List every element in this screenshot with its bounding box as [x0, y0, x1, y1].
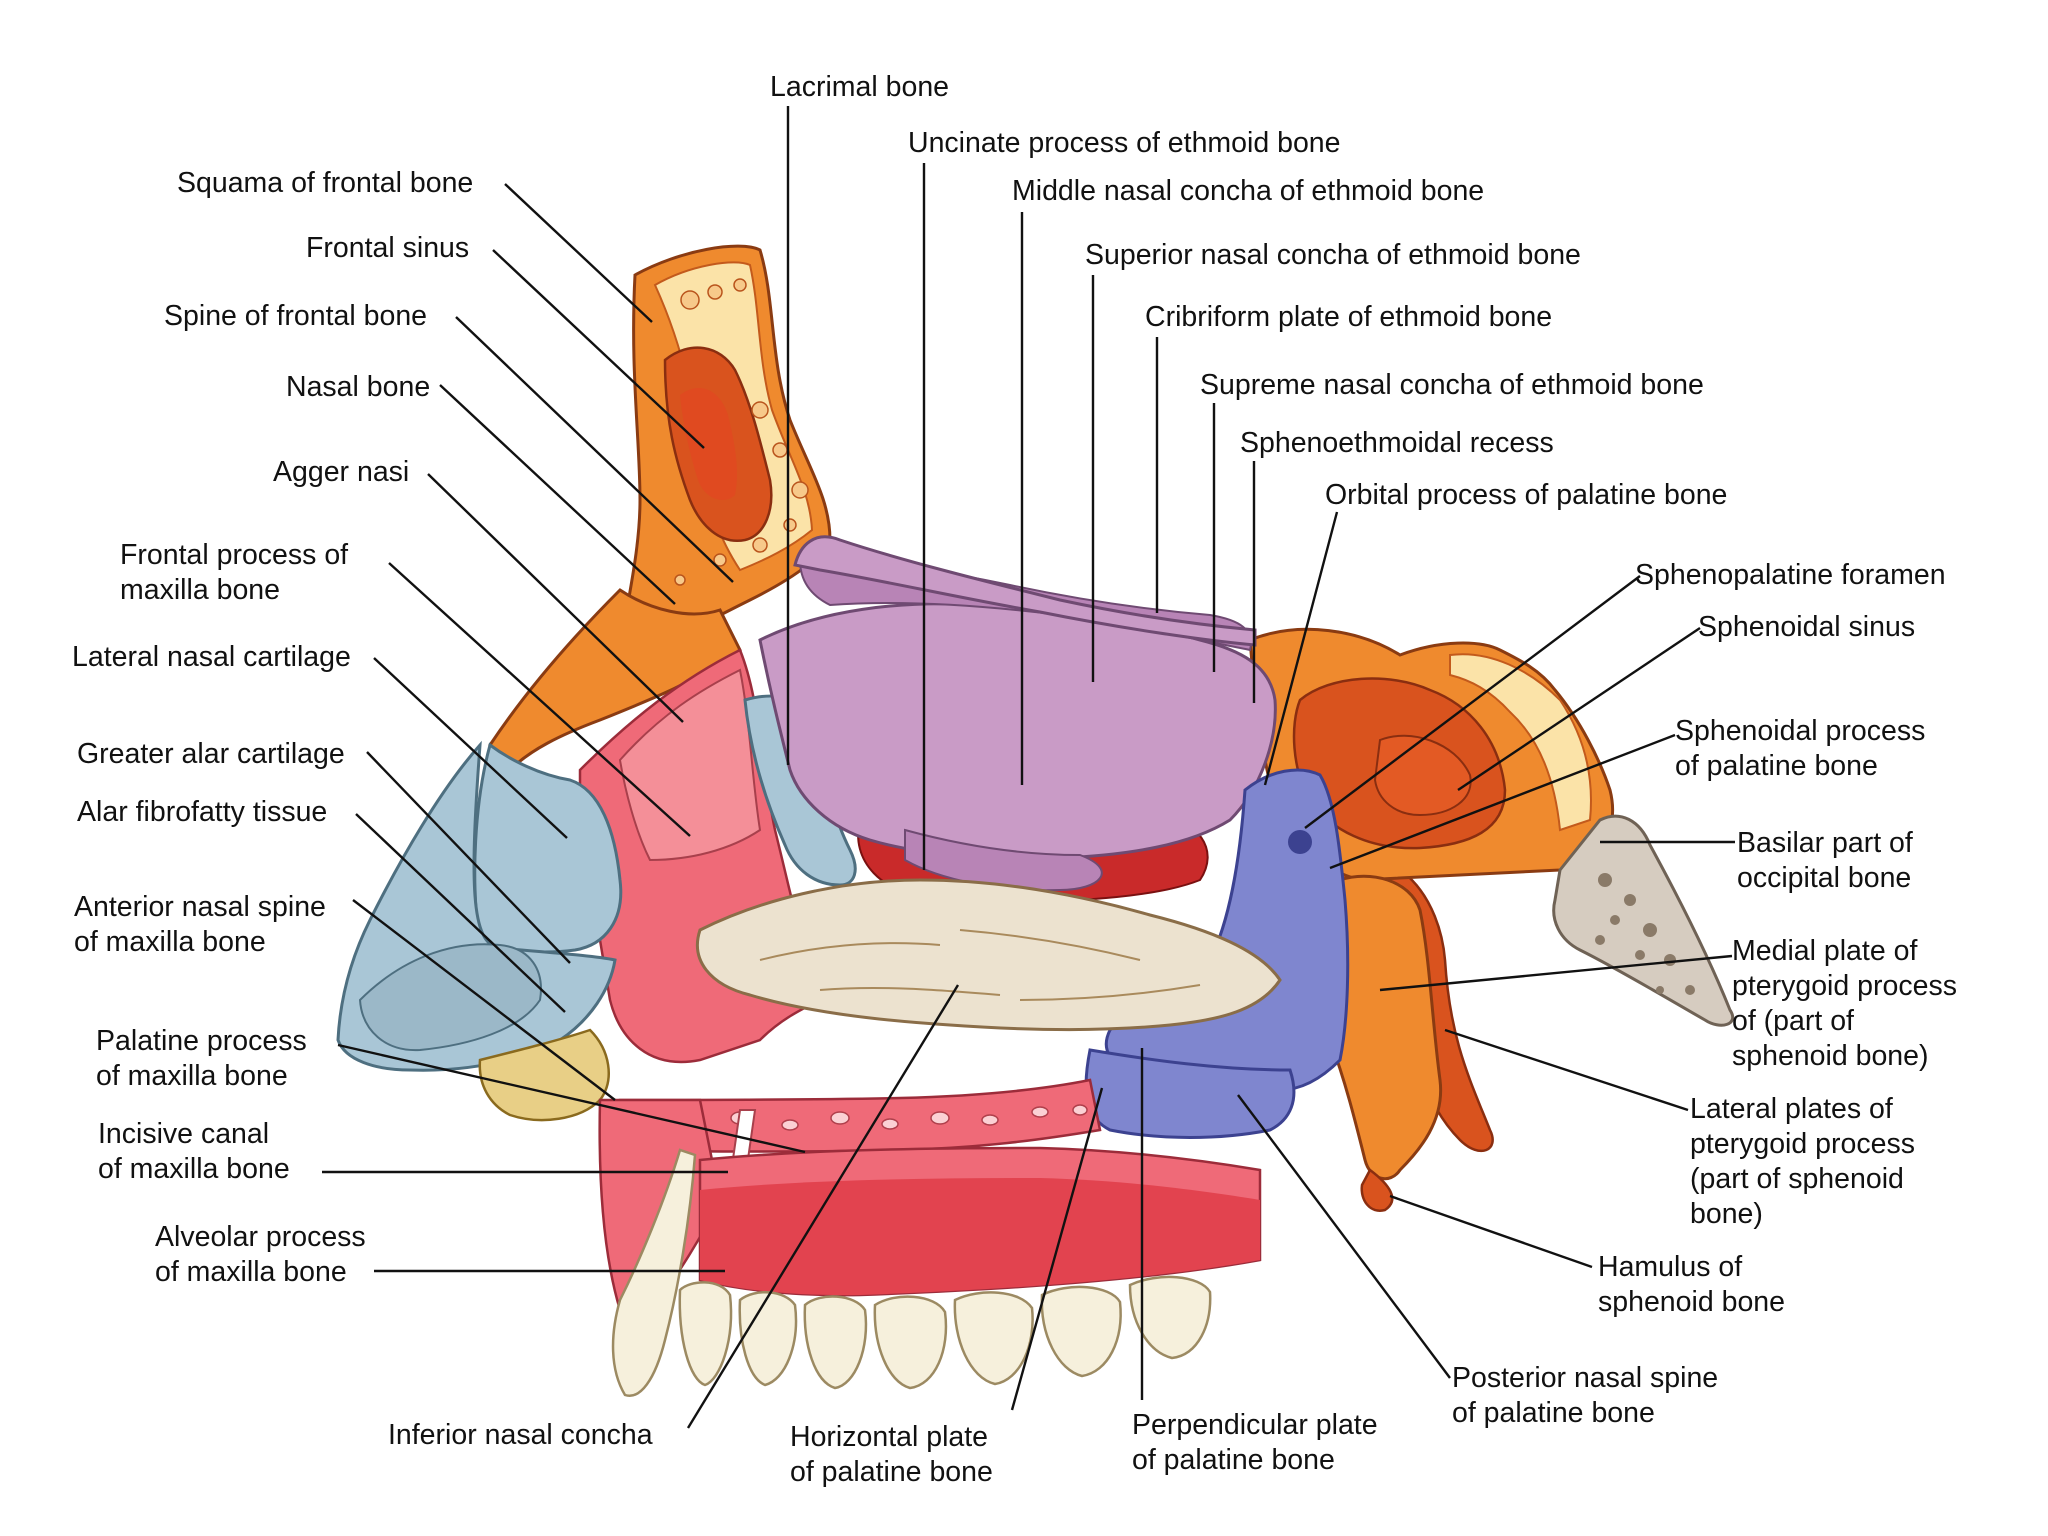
leader-line	[492, 249, 705, 449]
leader-line	[1379, 954, 1733, 992]
label-frontal-process: Frontal process of maxilla bone	[120, 539, 356, 606]
label-greater-alar: Greater alar cartilage	[77, 738, 345, 770]
label-lateral-plates: Lateral plates of pterygoid process (par…	[1690, 1093, 1923, 1230]
leader-line	[388, 562, 691, 837]
middle-nasal-concha-shape	[758, 602, 1277, 860]
label-middle-nasal-concha: Middle nasal concha of ethmoid bone	[1012, 175, 1484, 207]
leader-line	[439, 384, 676, 605]
alveolar-process-shade	[700, 1178, 1260, 1296]
hamulus-shape	[1360, 1168, 1394, 1212]
horizontal-plate-palatine-shape	[1084, 1048, 1296, 1139]
incisor-root	[611, 1148, 697, 1397]
label-alar-fibrofatty: Alar fibrofatty tissue	[77, 796, 327, 828]
label-cribriform-plate: Cribriform plate of ethmoid bone	[1145, 301, 1552, 333]
label-posterior-nasal-spine: Posterior nasal spine of palatine bone	[1452, 1362, 1726, 1429]
label-medial-plate: Medial plate of pterygoid process of (pa…	[1732, 935, 1965, 1072]
label-nasal-bone: Nasal bone	[286, 371, 430, 403]
label-superior-nasal-concha: Superior nasal concha of ethmoid bone	[1085, 239, 1581, 271]
leader-lines	[322, 106, 1735, 1429]
occipital-spongy-pattern	[1595, 873, 1695, 995]
inferior-nasal-concha-shape	[695, 878, 1282, 1032]
alar-cartilage-fold	[358, 943, 542, 1052]
label-perpendicular-plate: Perpendicular plate of palatine bone	[1132, 1409, 1386, 1476]
label-sphenoethmoidal-recess: Sphenoethmoidal recess	[1240, 427, 1554, 459]
leader-line	[1304, 575, 1641, 829]
nasal-bone-shape	[488, 588, 742, 773]
leader-line	[373, 657, 568, 839]
tooth	[803, 1295, 868, 1390]
leader-line	[1263, 511, 1339, 786]
leader-line	[455, 316, 734, 583]
leader-line	[686, 984, 960, 1429]
leader-line	[337, 1043, 806, 1154]
leader-line	[1237, 1094, 1451, 1379]
label-lacrimal-bone: Lacrimal bone	[770, 71, 949, 103]
label-frontal-sinus: Frontal sinus	[306, 232, 469, 264]
label-horizontal-plate: Horizontal plate of palatine bone	[790, 1421, 996, 1488]
label-spine-frontal: Spine of frontal bone	[164, 300, 427, 332]
leader-line	[366, 751, 571, 964]
label-basilar-part: Basilar part of occipital bone	[1737, 827, 1921, 894]
sphenoid-spongy-rim	[1449, 653, 1592, 832]
cribriform-plate-shape	[793, 535, 1257, 647]
sphenopalatine-foramen-shape	[1288, 830, 1312, 854]
tooth	[678, 1281, 733, 1387]
label-incisive-canal: Incisive canal of maxilla bone	[98, 1118, 290, 1185]
label-uncinate-process: Uncinate process of ethmoid bone	[908, 127, 1341, 159]
maxilla-frontal-process-shape	[618, 668, 762, 862]
label-hamulus: Hamulus of sphenoid bone	[1598, 1251, 1785, 1318]
labels: Lacrimal bone Uncinate process of ethmoi…	[72, 71, 1965, 1488]
label-agger-nasi: Agger nasi	[273, 456, 409, 488]
anatomy-illustration	[336, 244, 1734, 1397]
label-inferior-nasal-concha: Inferior nasal concha	[388, 1419, 653, 1451]
basilar-occipital-shape	[1552, 814, 1734, 1027]
label-anterior-nasal-spine: Anterior nasal spine of maxilla bone	[74, 891, 334, 958]
leader-line	[427, 473, 684, 723]
leader-line	[1457, 627, 1701, 791]
tooth	[1040, 1285, 1122, 1378]
tooth	[953, 1291, 1034, 1386]
label-lateral-nasal-cartilage: Lateral nasal cartilage	[72, 641, 351, 673]
leader-line	[352, 899, 616, 1101]
leader-line	[1010, 1087, 1104, 1411]
leader-line	[504, 183, 653, 323]
leader-line	[1389, 1194, 1593, 1269]
frontal-sinus-inner	[680, 387, 738, 500]
leader-line	[355, 813, 566, 1013]
label-orbital-process: Orbital process of palatine bone	[1325, 479, 1727, 511]
label-alveolar-process: Alveolar process of maxilla bone	[155, 1221, 374, 1288]
label-palatine-process: Palatine process of maxilla bone	[96, 1025, 315, 1092]
sphenoidal-sinus-inner	[1373, 734, 1472, 817]
label-sphenoidal-sinus: Sphenoidal sinus	[1698, 611, 1915, 643]
leader-line	[1444, 1028, 1689, 1112]
tooth	[738, 1290, 798, 1387]
concha-texture	[759, 929, 1201, 1001]
teeth-row	[611, 1148, 1212, 1397]
label-sphenoidal-process: Sphenoidal process of palatine bone	[1675, 715, 1933, 782]
label-sphenopalatine-foramen: Sphenopalatine foramen	[1635, 559, 1946, 591]
label-supreme-nasal-concha: Supreme nasal concha of ethmoid bone	[1200, 369, 1704, 401]
label-squama-frontal: Squama of frontal bone	[177, 167, 473, 199]
tooth	[873, 1295, 948, 1390]
leader-line	[1329, 733, 1676, 870]
